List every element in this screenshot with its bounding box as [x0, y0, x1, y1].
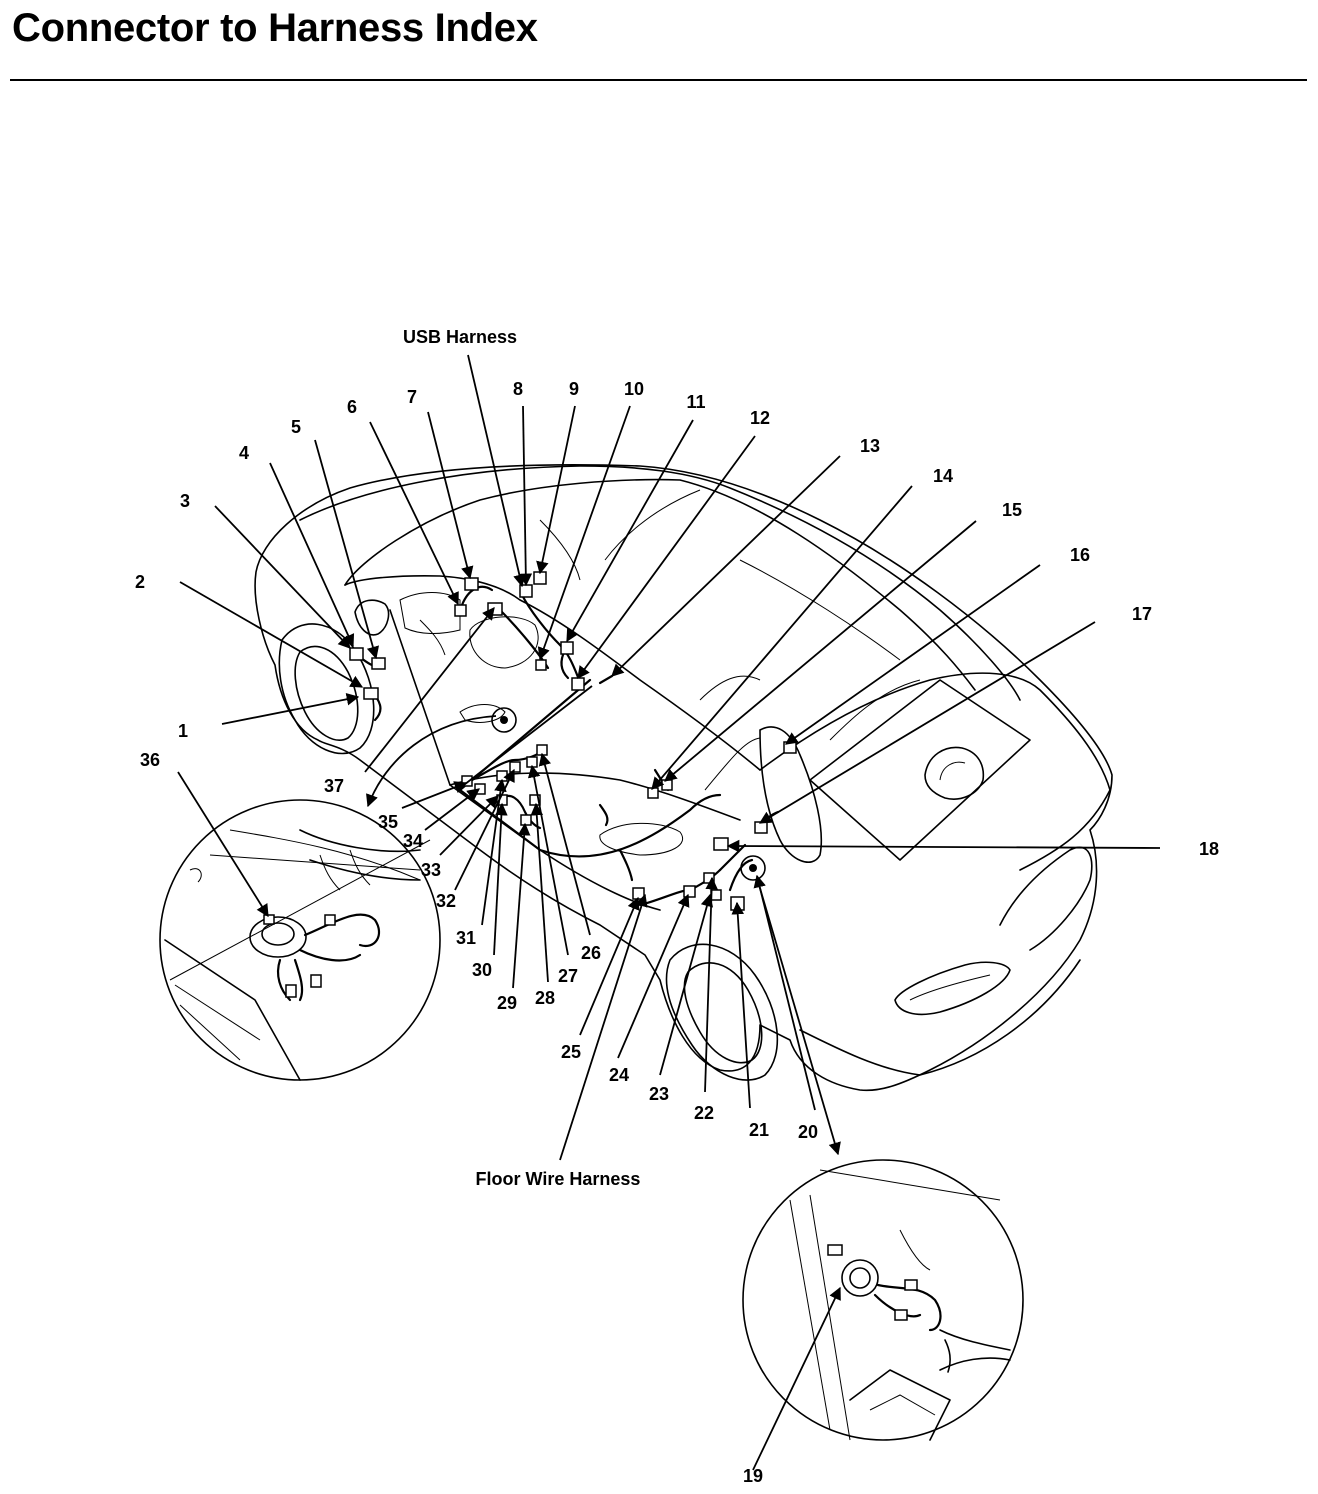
callout-11: 11 — [686, 392, 705, 412]
callout-24: 24 — [609, 1065, 629, 1085]
wire-harness-routing — [354, 585, 780, 907]
leader-lines — [177, 354, 1161, 1471]
page-title: Connector to Harness Index — [12, 6, 538, 50]
floor-wire-harness-label: Floor Wire Harness — [476, 1169, 641, 1189]
callout-1: 1 — [178, 721, 188, 741]
car-illustration — [254, 464, 1113, 1092]
callout-33: 33 — [421, 860, 441, 880]
callout-28: 28 — [535, 988, 555, 1008]
callout-3: 3 — [180, 491, 190, 511]
callout-14: 14 — [933, 466, 953, 486]
callout-7: 7 — [407, 387, 417, 407]
callout-29: 29 — [497, 993, 517, 1013]
callout-36: 36 — [140, 750, 160, 770]
usb-harness-label: USB Harness — [403, 327, 517, 347]
callout-18: 18 — [1199, 839, 1219, 859]
callout-numbers: 1 2 3 4 5 6 7 8 9 10 11 12 13 14 15 16 1… — [135, 379, 1219, 1486]
callout-22: 22 — [694, 1103, 714, 1123]
callout-19: 19 — [743, 1466, 763, 1486]
callout-10: 10 — [624, 379, 644, 399]
callout-5: 5 — [291, 417, 301, 437]
callout-23: 23 — [649, 1084, 669, 1104]
callout-27: 27 — [558, 966, 578, 986]
callout-34: 34 — [403, 831, 423, 851]
callout-8: 8 — [513, 379, 523, 399]
callout-20: 20 — [798, 1122, 818, 1142]
callout-12: 12 — [750, 408, 770, 428]
callout-30: 30 — [472, 960, 492, 980]
callout-6: 6 — [347, 397, 357, 417]
callout-2: 2 — [135, 572, 145, 592]
callout-4: 4 — [239, 443, 249, 463]
callout-25: 25 — [561, 1042, 581, 1062]
callout-37: 37 — [324, 776, 344, 796]
callout-26: 26 — [581, 943, 601, 963]
connector-symbols — [349, 571, 797, 911]
title-divider — [10, 79, 1307, 81]
callout-32: 32 — [436, 891, 456, 911]
callout-21: 21 — [749, 1120, 769, 1140]
callout-15: 15 — [1002, 500, 1022, 520]
callout-9: 9 — [569, 379, 579, 399]
callout-16: 16 — [1070, 545, 1090, 565]
callout-31: 31 — [456, 928, 476, 948]
detail-view-19 — [742, 1159, 1024, 1441]
detail-view-36 — [159, 799, 441, 1081]
callout-13: 13 — [860, 436, 880, 456]
callout-17: 17 — [1132, 604, 1152, 624]
callout-35: 35 — [378, 812, 398, 832]
